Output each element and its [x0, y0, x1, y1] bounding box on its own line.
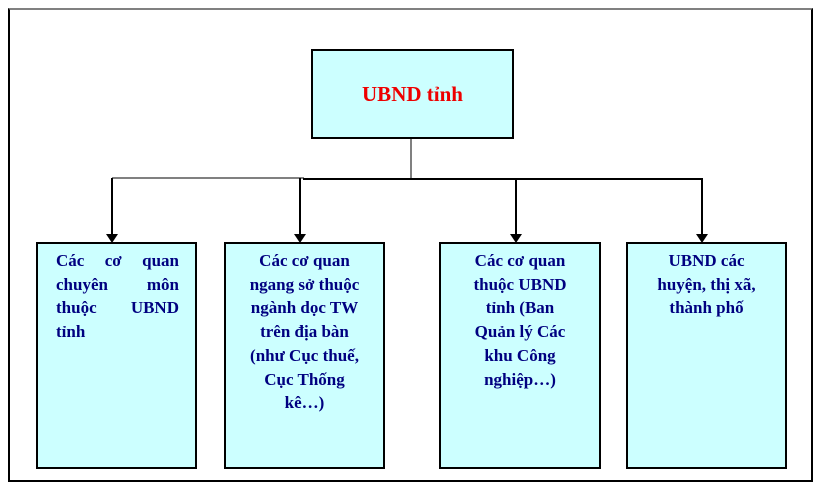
- down-arrowhead-icon: [294, 234, 306, 243]
- box-text-line: tỉnh (Ban: [485, 298, 555, 318]
- box-text-line: ngang sở thuộc: [249, 274, 360, 294]
- down-arrowhead-icon: [696, 234, 708, 243]
- connector-drop-3: [515, 178, 517, 235]
- connector-drop-1: [111, 178, 113, 235]
- diagram-frame: [8, 8, 813, 482]
- box-text-line: tỉnh: [56, 322, 86, 342]
- connector-root-stem: [410, 139, 412, 178]
- box-text-line: chuyên môn: [56, 274, 179, 294]
- org-box-ubnd-huyen-thi-xa: UBND các huyện, thị xã, thành phố: [626, 242, 787, 469]
- box-text-line: thành phố: [669, 298, 744, 318]
- box-text-line: trên địa bàn: [260, 322, 349, 342]
- box-text-line: Các cơ quan: [259, 251, 350, 270]
- box-text-line: nghiệp…): [484, 369, 556, 389]
- connector-horizontal-black: [303, 178, 703, 180]
- box-text-line: huyện, thị xã,: [657, 274, 756, 294]
- org-box-co-quan-thuoc-ubnd: Các cơ quan thuộc UBND tỉnh (Ban Quản lý…: [439, 242, 601, 469]
- box-text-line: (như Cục thuế,: [250, 345, 359, 365]
- box-text-line: khu Công: [484, 345, 556, 365]
- box-text-line: Các cơ quan: [56, 251, 179, 270]
- box-text-line: thuộc UBND: [56, 298, 179, 318]
- root-box-label: UBND tỉnh: [362, 81, 463, 106]
- org-box-nganh-doc-tw: Các cơ quan ngang sở thuộc ngành dọc TW …: [224, 242, 385, 469]
- box-text-line: UBND các: [668, 251, 745, 270]
- org-box-co-quan-chuyen-mon: Các cơ quan chuyên môn thuộc UBND tỉnh: [36, 242, 197, 469]
- org-box-ubnd-tinh: UBND tỉnh: [311, 49, 514, 139]
- connector-drop-4: [701, 178, 703, 235]
- box-text-line: Quản lý Các: [474, 322, 566, 342]
- box-text-line: ngành dọc TW: [250, 298, 359, 318]
- connector-horizontal-gray: [112, 177, 304, 179]
- box-text-line: kê…): [284, 393, 325, 413]
- connector-drop-2: [299, 178, 301, 235]
- down-arrowhead-icon: [510, 234, 522, 243]
- box-text-line: thuộc UBND: [473, 274, 567, 294]
- box-text-line: Cục Thống: [264, 369, 345, 389]
- box-text-line: Các cơ quan: [474, 251, 566, 270]
- down-arrowhead-icon: [106, 234, 118, 243]
